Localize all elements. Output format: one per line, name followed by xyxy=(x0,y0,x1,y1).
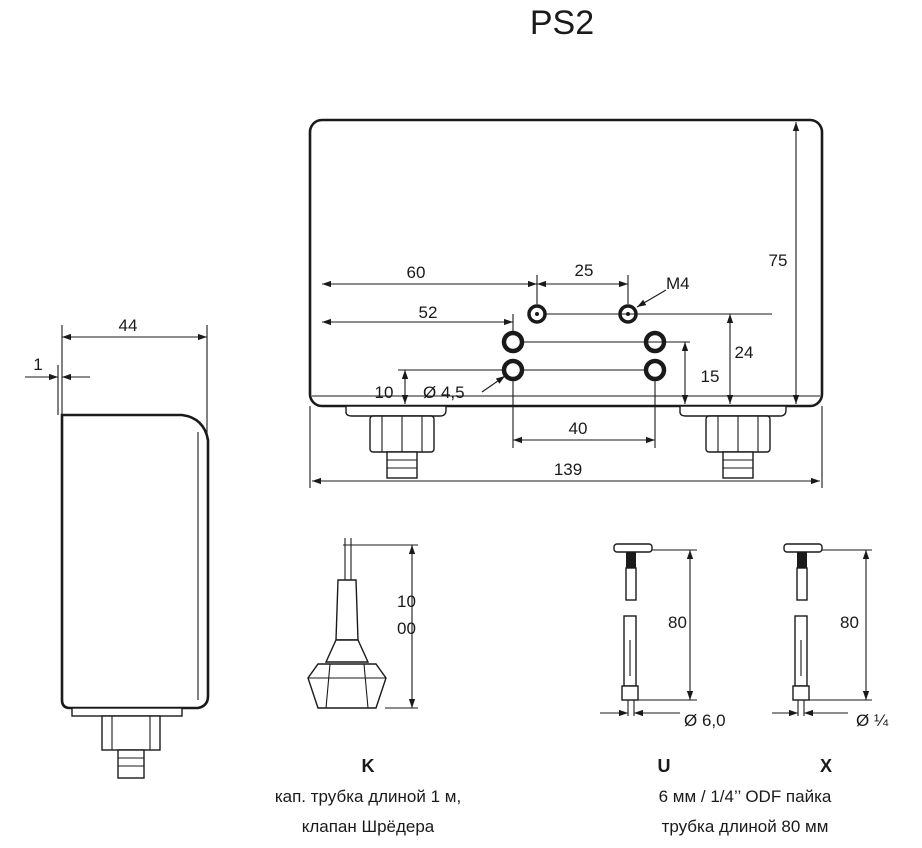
x-length-label: 80 xyxy=(840,613,859,632)
front-housing xyxy=(308,118,824,408)
k-caption-line2: клапан Шрёдера xyxy=(302,817,435,836)
x-letter: X xyxy=(820,756,832,776)
mount-hole-tl xyxy=(501,330,525,354)
side-housing xyxy=(60,413,210,710)
hole-diameter-label: Ø 4,5 xyxy=(423,383,465,402)
k-caption-line1: кап. трубка длиной 1 м, xyxy=(275,787,461,806)
variant-u-drawing: 80 Ø 6,0 xyxy=(600,543,726,730)
left-mount-plate xyxy=(345,405,447,417)
u-letter: U xyxy=(658,756,671,776)
right-mount-plate xyxy=(679,405,787,417)
side-base-plate xyxy=(71,707,183,717)
u-length-label: 80 xyxy=(668,613,687,632)
dim-25-label: 25 xyxy=(575,261,594,280)
dim-1-label: 1 xyxy=(33,355,42,374)
side-fitting xyxy=(117,749,145,779)
k-schrader-nut xyxy=(307,663,387,709)
dim-44-label: 44 xyxy=(119,316,138,335)
k-capillary-sleeve xyxy=(335,579,359,641)
x-top-cap xyxy=(783,543,823,553)
right-fitting xyxy=(722,451,754,479)
k-length-line2: 00 xyxy=(397,619,416,638)
variant-x-drawing: 80 Ø ¼ xyxy=(772,543,889,730)
u-diameter-label: Ø 6,0 xyxy=(684,711,726,730)
side-nut xyxy=(101,715,161,751)
drawing-title: PS2 xyxy=(530,4,594,42)
left-fitting xyxy=(386,451,418,479)
x-diameter-label: Ø ¼ xyxy=(856,711,889,730)
side-view: 44 1 xyxy=(25,316,210,779)
dim-52-label: 52 xyxy=(419,303,438,322)
k-length-line1: 10 xyxy=(397,592,416,611)
mount-hole-br xyxy=(643,358,667,382)
mount-hole-bl xyxy=(501,358,525,382)
dim-75-label: 75 xyxy=(769,251,788,270)
ux-caption-line1: 6 мм / 1/4’’ ODF пайка xyxy=(659,787,832,806)
variant-k-drawing: 10 00 xyxy=(307,538,418,709)
dim-40-label: 40 xyxy=(569,419,588,438)
dim-24-label: 24 xyxy=(735,343,754,362)
u-top-cap xyxy=(613,543,653,553)
dim-60-label: 60 xyxy=(407,263,426,282)
front-view: 60 25 M4 52 75 24 15 10 Ø 4,5 xyxy=(308,118,824,488)
k-letter: K xyxy=(362,756,375,776)
k-cone xyxy=(324,639,370,663)
dim-10-label: 10 xyxy=(375,383,394,402)
m4-label: M4 xyxy=(666,274,690,293)
ux-caption-line2: трубка длиной 80 мм xyxy=(662,817,829,836)
dim-139-label: 139 xyxy=(554,460,582,479)
dim-15-label: 15 xyxy=(701,367,720,386)
